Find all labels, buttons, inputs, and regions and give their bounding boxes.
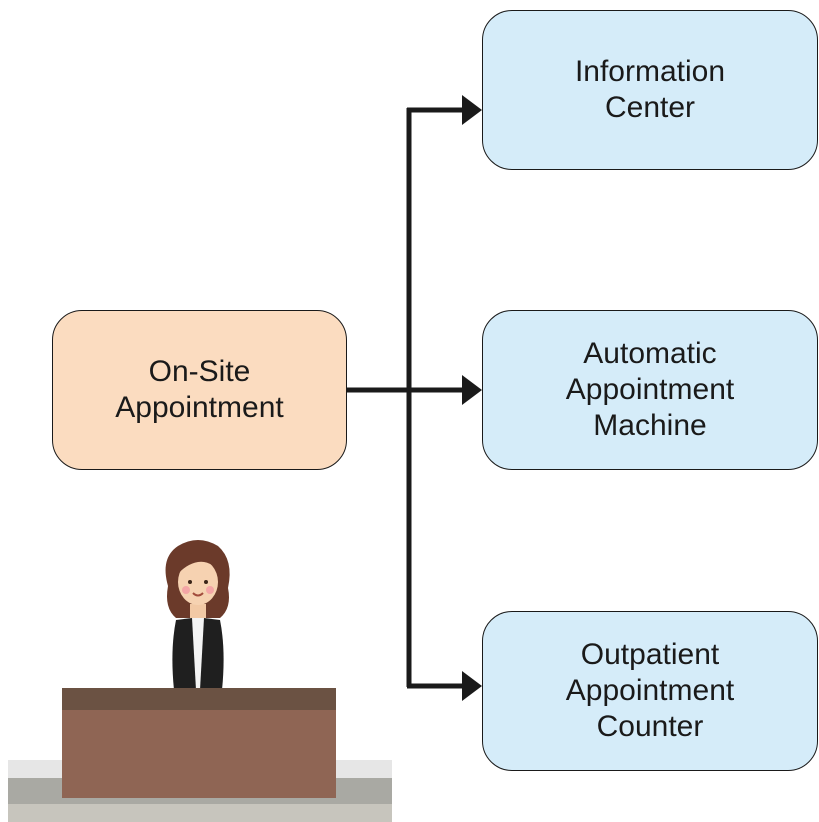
node-label-line: Center — [604, 91, 696, 124]
arrowhead-automatic-machine — [462, 375, 482, 405]
arrowhead-outpatient-counter — [462, 671, 482, 701]
receptionist-eye-left — [188, 580, 192, 584]
node-label-line: Machine — [593, 409, 707, 442]
node-label-line: Appointment — [565, 373, 735, 406]
node-information-center: Information Center — [482, 10, 818, 170]
node-on-site-appointment: On-Site Appointment — [52, 310, 347, 470]
receptionist-jacket-right — [200, 618, 224, 690]
desk-body — [62, 710, 336, 798]
node-automatic-appointment-machine: Automatic Appointment Machine — [482, 310, 818, 470]
node-label-line: Information — [574, 55, 726, 88]
receptionist-jacket-left — [172, 618, 196, 690]
desk-top — [62, 688, 336, 710]
receptionist-neck — [190, 604, 206, 618]
node-outpatient-appointment-counter: Outpatient Appointment Counter — [482, 611, 818, 771]
receptionist-illustration — [8, 540, 392, 822]
arrowhead-information-center — [462, 95, 482, 125]
floor-stripe-base — [8, 804, 392, 822]
node-label-line: Appointment — [565, 674, 735, 707]
receptionist-face — [178, 559, 218, 605]
receptionist-mouth — [192, 592, 204, 597]
node-label-line: Appointment — [115, 391, 284, 424]
node-label-line: On-Site — [148, 355, 251, 388]
node-label-line: Counter — [596, 710, 704, 743]
receptionist-cheek-left — [182, 586, 190, 594]
receptionist-cheek-right — [206, 586, 214, 594]
receptionist-eye-right — [204, 580, 208, 584]
node-label-line: Outpatient — [580, 638, 720, 671]
node-label-line: Automatic — [583, 337, 717, 370]
receptionist-hair-bangs — [176, 552, 222, 576]
